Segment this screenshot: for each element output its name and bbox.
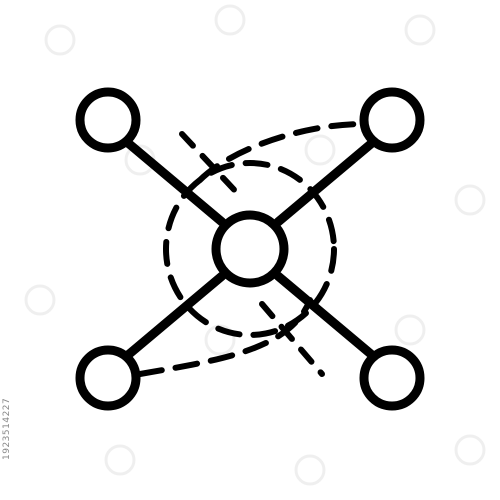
watermark-id-text: 1923514227 bbox=[2, 397, 12, 460]
dashed-diagonal-line bbox=[179, 131, 243, 199]
spoke-bottom-left bbox=[123, 271, 227, 360]
node-bottom-left bbox=[75, 345, 141, 411]
hub-node bbox=[211, 210, 289, 288]
node-bottom-right bbox=[359, 345, 425, 411]
spoke-top-right bbox=[273, 138, 377, 227]
node-top-left bbox=[75, 87, 141, 153]
dashed-connection-curve bbox=[137, 297, 313, 377]
dashed-diagonal-line-lower bbox=[259, 301, 325, 377]
spoke-top-left bbox=[123, 138, 227, 227]
spoke-bottom-right bbox=[273, 271, 377, 360]
dashed-orbit-ring bbox=[163, 160, 337, 338]
node-top-right bbox=[359, 87, 425, 153]
